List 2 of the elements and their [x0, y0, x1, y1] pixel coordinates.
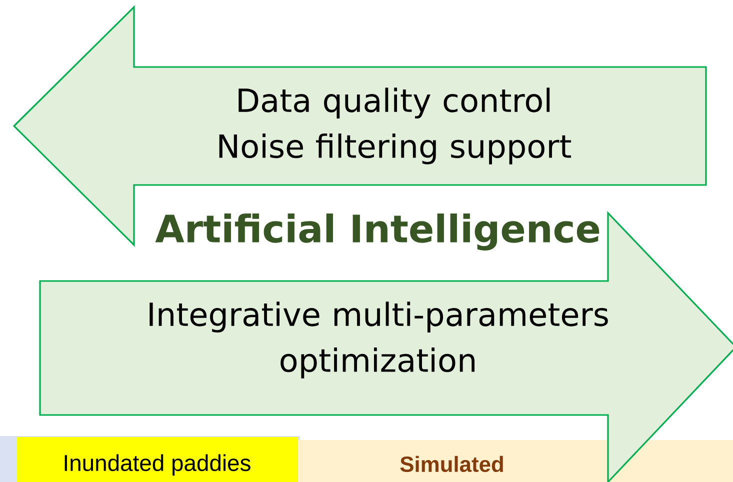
label-band: Inundated paddies [17, 437, 298, 482]
label-band: Simulated [298, 440, 733, 482]
